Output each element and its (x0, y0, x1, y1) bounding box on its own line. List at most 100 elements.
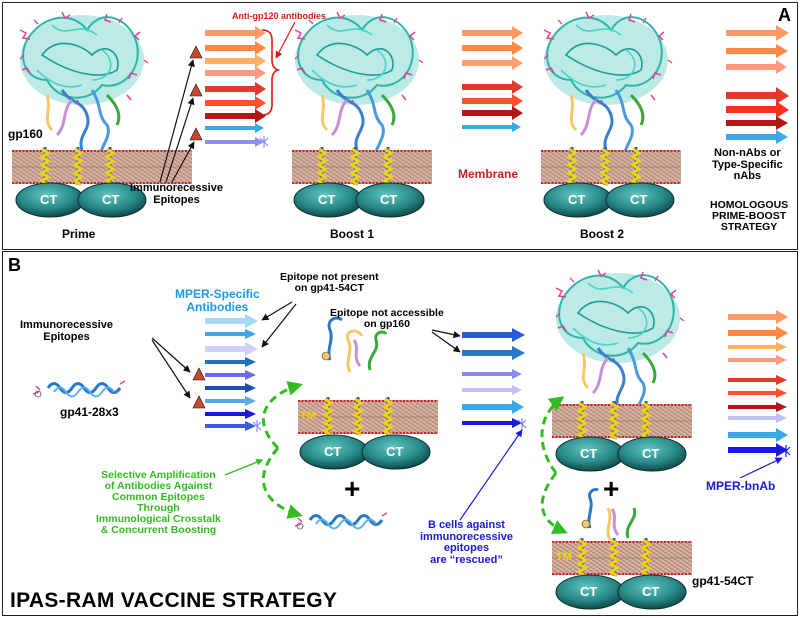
immunorecessive-label-a: Immunorecessive Epitopes (130, 182, 223, 206)
strategy-line-2: PRIME-BOOST (712, 210, 787, 223)
ct-label: CT (630, 192, 648, 207)
gp41-54ct-ct-domains (555, 574, 687, 610)
homologous-strategy-label: HOMOLOGOUS PRIME-BOOST STRATEGY (710, 199, 789, 234)
ct-label: CT (386, 444, 404, 459)
immunorecessive-pointers-a (159, 59, 195, 183)
tm-label: TM (556, 551, 572, 563)
mper-specific-line-1: MPER-Specific (175, 287, 260, 301)
right-gp160-trimer (554, 268, 686, 415)
ct-label: CT (568, 192, 586, 207)
immunorecessive-line-2: Epitopes (153, 193, 200, 206)
strategy-line-3: STRATEGY (720, 221, 778, 234)
ct-label: CT (318, 192, 336, 207)
ct-label: CT (40, 192, 58, 207)
ct-label: CT (380, 192, 398, 207)
mper-specific-line-2: Antibodies (186, 299, 249, 314)
ct-label: CT (642, 584, 660, 599)
immunorecessive-b-line-1: Immunorecessive (20, 319, 113, 331)
prime-ct-domains (15, 182, 147, 218)
anti-gp120-bracket (261, 29, 281, 116)
mper-antibody-arrows (192, 314, 262, 432)
b-cells-line-1: B cells against (427, 519, 505, 531)
gp41-54ct-membrane (551, 540, 693, 576)
selective-pointer (224, 458, 264, 476)
mper-specific-label: MPER-Specific Antibodies (175, 288, 260, 313)
non-nabs-line-1: Non-nAbs or (714, 147, 781, 159)
plus-sign: + (344, 473, 361, 504)
selective-line-4: Through (137, 502, 180, 515)
stage-label-prime: Prime (62, 227, 96, 241)
boost2-ct-domains (543, 182, 675, 218)
crosstalk-arrow-right-down (540, 472, 568, 534)
anti-gp120-pointer (275, 21, 296, 59)
stage-label-boost-2: Boost 2 (580, 227, 625, 241)
boost1-membrane (291, 149, 433, 185)
epitope-not-accessible-label: Epitope not accessible on gp160 (330, 307, 444, 331)
boost2-gp160-trimer (542, 10, 674, 157)
selective-line-1: Selective Amplification (101, 469, 216, 481)
crosstalk-arrow-right-up (540, 396, 565, 474)
immunorecessive-label-b: Immunorecessive Epitopes (20, 319, 113, 343)
panel-b-letter: B (8, 255, 21, 275)
gp41-54ct-label: gp41-54CT (692, 574, 754, 588)
non-nabs-line-3: nAbs (733, 170, 762, 183)
boost1-antibody-arrows (462, 26, 523, 132)
middle-gp41-helices (321, 316, 388, 373)
boost1-ct-domains (293, 182, 425, 218)
strategy-line-1: HOMOLOGOUS (710, 199, 789, 211)
selective-line-2: of Antibodies Against (104, 480, 213, 493)
epitope-not-present-pointers (261, 301, 297, 348)
panel-a-letter: A (778, 5, 791, 25)
ct-label: CT (642, 446, 660, 461)
immunorecessive-pointers-b (151, 337, 191, 399)
gp41-54ct-helices (581, 488, 637, 541)
prime-membrane (11, 149, 193, 185)
crosstalk-arrow-left-up (261, 381, 303, 450)
middle-antibody-arrows (462, 328, 527, 430)
non-nabs-line-2: Type-Specific (712, 158, 783, 171)
anti-gp120-label: Anti-gp120 antibodies (232, 11, 327, 21)
rescued-pointer (459, 429, 523, 521)
gp160-label: gp160 (8, 127, 43, 141)
ct-label: CT (102, 192, 120, 207)
ct-label: CT (580, 446, 598, 461)
panel-b-graphics (31, 268, 791, 610)
selective-amplification-label: Selective Amplification of Antibodies Ag… (96, 469, 221, 537)
plus-sign: + (603, 473, 620, 504)
b-cells-line-2: immunorecessive (420, 530, 513, 543)
selective-line-3: Common Epitopes (112, 491, 205, 504)
epitope-not-accessible-pointers (431, 329, 461, 353)
selective-line-5: Immunological Crosstalk (96, 513, 221, 526)
ct-label: CT (580, 584, 598, 599)
b-cells-rescued-label: B cells against immunorecessive epitopes… (420, 519, 513, 566)
immunorecessive-b-line-2: Epitopes (43, 330, 90, 343)
mper-bnab-pointer (739, 457, 783, 479)
stage-label-boost-1: Boost 1 (330, 227, 375, 241)
lower-gp41-fragment (293, 511, 389, 531)
not-present-line-2: on gp41-54CT (294, 282, 365, 295)
immunorecessive-line-1: Immunorecessive (130, 182, 223, 194)
boost1-gp160-trimer (293, 10, 425, 157)
epitope-not-present-label: Epitope not present on gp41-54CT (280, 271, 379, 295)
gp41-28x3-fragment (31, 379, 127, 399)
crosstalk-arrow-left-down (261, 447, 303, 519)
membrane-label: Membrane (458, 167, 519, 181)
b-cells-line-4: are “rescued” (430, 553, 503, 566)
not-accessible-line-1: Epitope not accessible (330, 307, 444, 319)
selective-line-6: & Concurrent Boosting (100, 524, 217, 537)
gp41-28x3-label: gp41-28x3 (60, 405, 119, 419)
mper-bnab-label: MPER-bnAb (706, 479, 776, 493)
non-nabs-label: Non-nAbs or Type-Specific nAbs (712, 147, 783, 183)
not-accessible-line-2: on gp160 (363, 318, 410, 331)
ct-label: CT (324, 444, 342, 459)
boost2-antibody-arrows (726, 25, 789, 144)
final-antibody-arrows (728, 310, 791, 457)
middle-membrane (297, 399, 439, 435)
right-ct-domains (555, 436, 687, 472)
ipas-ram-title: IPAS-RAM VACCINE STRATEGY (10, 589, 338, 612)
not-present-line-1: Epitope not present (280, 271, 379, 283)
boost2-membrane (540, 149, 682, 185)
panel-a-graphics (11, 10, 789, 218)
